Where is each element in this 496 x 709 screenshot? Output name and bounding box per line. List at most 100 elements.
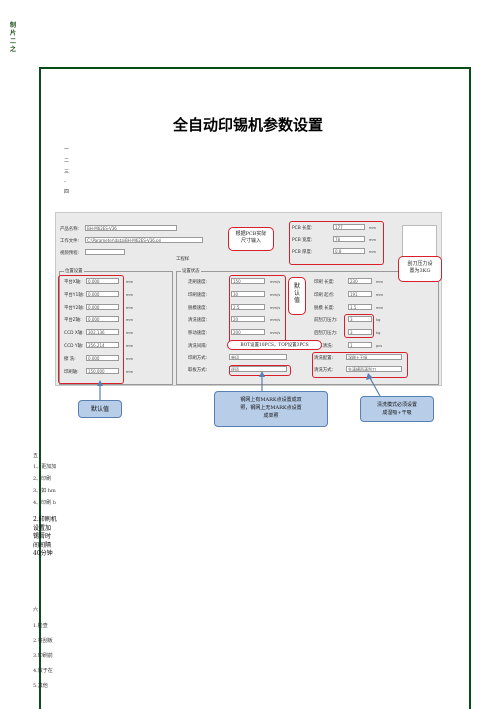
clean-config-label: 清洗配置: xyxy=(314,356,334,361)
position-row-4-field[interactable]: 302.136 xyxy=(86,329,119,336)
notes-top-4: 4、印刷 b xyxy=(33,500,56,506)
reserve-field[interactable] xyxy=(85,249,125,255)
notes-bottom-4: 4.放于在 xyxy=(33,668,53,674)
right-row-5-unit: pcs xyxy=(376,344,383,348)
clean-mode-select[interactable]: 先清横再清刮刀 xyxy=(346,366,402,372)
position-group: 位置设置 xyxy=(59,268,173,385)
default-value-callout: 默认值 xyxy=(78,400,122,418)
intro-mark-5: 四 xyxy=(64,189,70,195)
status-row-2-unit: mm/s xyxy=(270,305,281,310)
print-mode-select[interactable]: 单印 xyxy=(229,354,287,360)
position-row-4-unit: mm xyxy=(126,331,134,336)
right-row-0-unit: mm xyxy=(376,280,384,284)
right-row-0-label: 印刷 长度: xyxy=(314,280,335,285)
project-tab[interactable]: 工程样 xyxy=(176,257,190,262)
status-group-title: 设置状态 xyxy=(181,268,201,274)
pcb-thickness-unit: mm xyxy=(369,250,377,254)
right-row-2-label: 脱模 长度: xyxy=(314,305,335,311)
position-row-6-label: 擦 洗: xyxy=(64,356,76,362)
notes-top-3: 3、如 hm xyxy=(33,488,56,494)
pcb-size-highlight xyxy=(289,221,384,265)
position-row-5-field[interactable]: 356.214 xyxy=(86,342,119,348)
position-row-3-field[interactable]: 0.000 xyxy=(86,316,119,323)
right-row-2-unit: mm xyxy=(376,305,384,310)
notes-top-2: 2、印刷 xyxy=(33,476,52,482)
position-row-6-field[interactable]: 0.000 xyxy=(86,354,119,361)
clean-mode-label: 清洗方式: xyxy=(314,368,334,373)
mark-callout: 钢网上有MARK点设置成双 照，钢网上无MARK点设置 成单照 xyxy=(214,391,328,427)
work-file-label: 工作文件: xyxy=(60,239,80,244)
position-row-0-unit: mm xyxy=(126,280,134,284)
product-name-label: 产品名称: xyxy=(60,227,80,232)
right-row-0-field[interactable]: 230 xyxy=(348,278,372,284)
notes-bottom-0: 六 xyxy=(33,607,39,613)
work-file-field[interactable]: C:\Parameter\data\BH-M62ES-V36.prj xyxy=(85,237,203,243)
position-row-5-label: CCD Y轴: xyxy=(64,344,84,349)
pcb-length-field[interactable]: 177 xyxy=(333,224,365,230)
notes-bottom-1: 1.检查 xyxy=(33,623,48,629)
position-row-3-unit: mm xyxy=(126,318,134,323)
status-row-4-label: 移动速度: xyxy=(188,331,208,337)
right-row-2-field[interactable]: 1.5 xyxy=(348,303,372,310)
position-row-2-unit: mm xyxy=(126,305,134,310)
status-row-4-unit: mm/s xyxy=(270,331,281,336)
status-row-0-field[interactable]: 150 xyxy=(231,278,265,284)
right-row-1-label: 印刷 起点: xyxy=(314,292,335,298)
position-row-5-unit: mm xyxy=(126,344,134,348)
right-row-1-unit: mm xyxy=(376,292,384,297)
notes-top-0: 五 xyxy=(33,453,39,459)
right-row-4-unit: kg xyxy=(376,331,381,336)
right-row-5-label: 人工清洗: xyxy=(314,344,334,349)
status-row-3-field[interactable]: 20 xyxy=(231,316,265,323)
status-row-0-label: 走刷速度: xyxy=(188,280,208,285)
right-row-1-field[interactable]: 191 xyxy=(348,290,372,297)
clean-config-select[interactable]: 湿刷+干吸 xyxy=(346,354,402,360)
intro-mark-2: 二 xyxy=(64,158,70,164)
right-row-3-label: 前刮刀压力: xyxy=(314,318,338,324)
position-row-1-field[interactable]: 0.000 xyxy=(86,290,119,297)
position-row-0-label: 平台X轴: xyxy=(64,280,82,285)
notes-bottom-3: 3.印刷前 xyxy=(33,653,53,659)
notes-bottom-2: 2.将刮板 xyxy=(33,638,53,644)
position-row-2-label: 平台Y2轴: xyxy=(64,305,85,311)
intro-mark-4: 、 xyxy=(64,178,70,184)
notes-bottom-5: 5.其他 xyxy=(33,683,48,689)
status-row-3-label: 清洗速度: xyxy=(188,318,208,324)
pcb-width-unit: mm xyxy=(369,238,377,242)
loading-label: 取板方式: xyxy=(188,368,208,373)
pcb-length-label: PCB 长度: xyxy=(292,226,313,231)
position-row-7-label: 印刷轴: xyxy=(64,369,79,375)
pcb-thickness-field[interactable]: 0.8 xyxy=(333,248,365,254)
position-row-3-label: 平台Z轴: xyxy=(64,318,82,324)
pressure-highlight xyxy=(344,314,374,338)
clean-highlight xyxy=(312,352,408,378)
page-title: 全自动印锡机参数设置 xyxy=(172,116,323,134)
right-row-5-field[interactable]: 1 xyxy=(348,342,372,348)
pressure-callout: 刮刀压力设 置为3KG xyxy=(398,256,442,282)
position-row-4-label: CCD X轴: xyxy=(64,331,84,337)
paste-interval-note: 2.印刷机 设置加 锡膏时 间间隔 40分钟 xyxy=(33,516,57,557)
default-value-vertical-callout: 默 认 值 xyxy=(288,277,306,315)
loading-highlight xyxy=(229,365,291,376)
status-row-0-unit: mm/s xyxy=(270,280,281,284)
margin-vertical-text: 制 片 二 之 xyxy=(10,22,17,53)
status-row-4-field[interactable]: 200 xyxy=(231,329,265,336)
right-row-3-field[interactable]: 3 xyxy=(348,316,372,323)
page-frame xyxy=(39,67,471,709)
pcb-width-field[interactable]: 78 xyxy=(333,236,365,242)
position-row-7-unit: mm xyxy=(126,369,134,374)
status-row-1-field[interactable]: 30 xyxy=(231,290,265,297)
status-row-2-label: 脱模速度: xyxy=(188,305,208,311)
position-row-0-field[interactable]: 0.000 xyxy=(86,278,119,284)
position-row-7-field[interactable]: 150.000 xyxy=(86,367,119,374)
status-row-2-field[interactable]: 2.5 xyxy=(231,303,265,310)
clean-interval-label: 清洗间隔: xyxy=(188,344,208,349)
print-mode-label: 印刷方式: xyxy=(188,356,208,361)
pcb-thickness-label: PCB 厚度: xyxy=(292,250,313,255)
right-row-4-field[interactable]: 3 xyxy=(348,329,372,336)
position-row-2-field[interactable]: 0.000 xyxy=(86,303,119,310)
intro-mark-1: 一 xyxy=(64,147,70,153)
pcb-input-callout: 根据PCB实际 尺寸输入 xyxy=(228,227,274,251)
notes-top-1: 1、更加加 xyxy=(33,464,57,470)
product-name-field[interactable]: BH-M62ES-V36 xyxy=(85,225,177,231)
